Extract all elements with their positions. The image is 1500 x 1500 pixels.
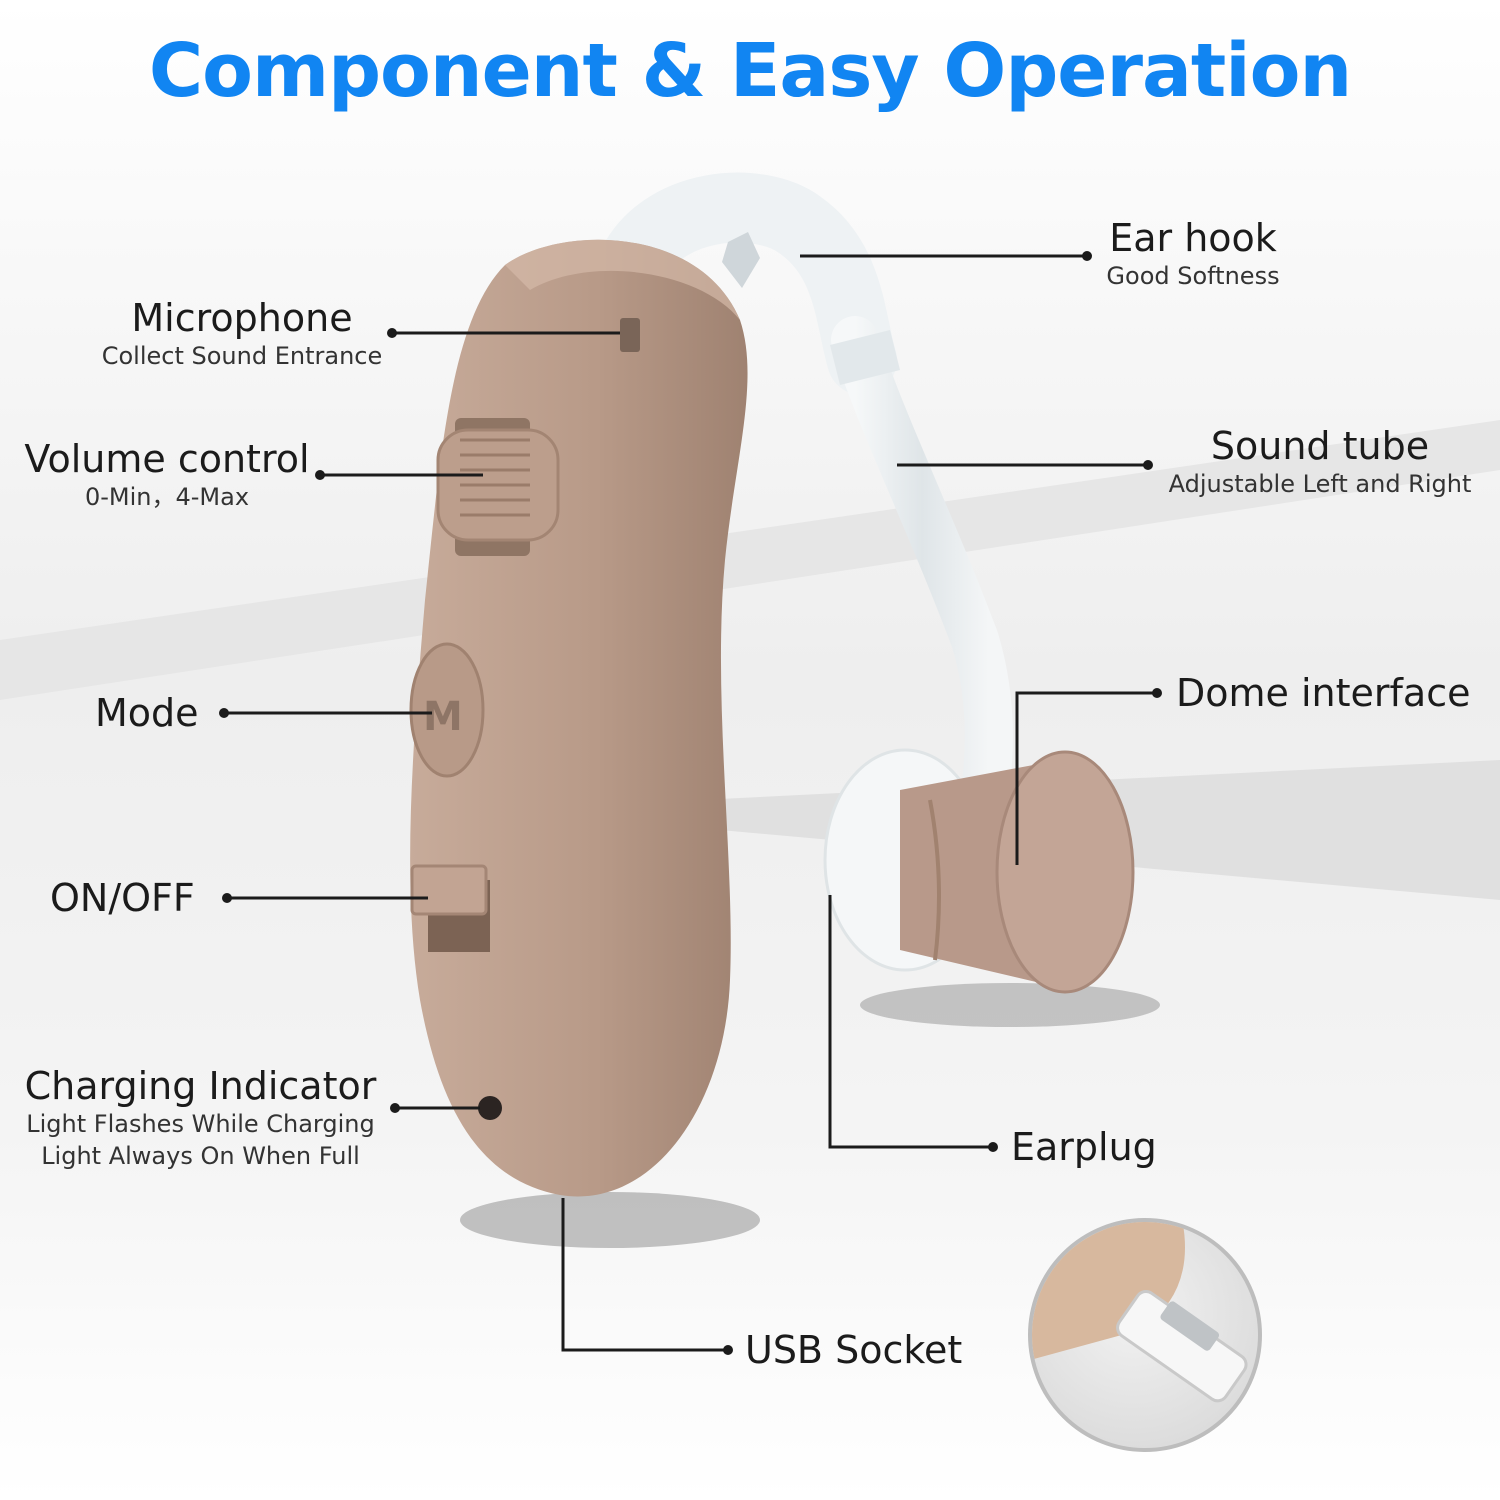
- earplug-cap: [995, 750, 1135, 994]
- label-usb-title: USB Socket: [745, 1328, 963, 1372]
- tube-connector: [830, 330, 900, 385]
- background-surface-edge: [0, 420, 1500, 700]
- volume-wheel: [436, 418, 560, 556]
- on-off-switch: [410, 864, 490, 952]
- earplug-dot: [988, 1142, 998, 1152]
- charging-dot: [390, 1103, 400, 1113]
- label-mode: Mode: [95, 691, 199, 735]
- mode-dot: [219, 708, 229, 718]
- label-volume-subtitle: 0-Min，4-Max: [84, 483, 250, 511]
- callout-dots: [219, 251, 1162, 1355]
- label-microphone-subtitle: Collect Sound Entrance: [101, 342, 383, 370]
- ear-hook-hole: [722, 232, 760, 288]
- label-usb: USB Socket: [745, 1328, 962, 1372]
- label-charging: Charging Indicator Light Flashes While C…: [18, 1064, 383, 1172]
- label-volume-title: Volume control: [24, 437, 310, 481]
- volume-dot: [315, 470, 325, 480]
- earhook-dot: [1082, 251, 1092, 261]
- dome-dot: [1152, 688, 1162, 698]
- label-charging-subtitle-1: Light Flashes While Charging: [26, 1110, 375, 1138]
- microphone-hole: [620, 318, 640, 352]
- label-dome-title: Dome interface: [1176, 671, 1471, 715]
- sound-tube-shape: [831, 316, 1013, 814]
- label-microphone-title: Microphone: [131, 296, 353, 340]
- label-microphone: Microphone Collect Sound Entrance: [92, 296, 392, 372]
- label-soundtube: Sound tube Adjustable Left and Right: [1162, 424, 1478, 500]
- label-charging-subtitle-2: Light Always On When Full: [41, 1142, 360, 1170]
- label-dome: Dome interface: [1176, 671, 1470, 715]
- label-earhook-subtitle: Good Softness: [1106, 262, 1280, 290]
- usb-dot: [723, 1345, 733, 1355]
- page-title: Component & Easy Operation: [148, 28, 1352, 114]
- device-highlight: [505, 239, 740, 320]
- label-earplug-title: Earplug: [1011, 1125, 1157, 1169]
- callout-lines: [224, 254, 1157, 1352]
- usb-inset: [1028, 1218, 1262, 1452]
- usb-line: [561, 1198, 728, 1352]
- label-volume: Volume control 0-Min，4-Max: [22, 437, 312, 513]
- label-onoff-title: ON/OFF: [50, 876, 195, 920]
- soundtube-dot: [1143, 460, 1153, 470]
- onoff-dot: [222, 893, 232, 903]
- mode-button-letter: M: [423, 694, 463, 740]
- label-mode-title: Mode: [95, 691, 199, 735]
- microphone-dot: [387, 328, 397, 338]
- label-earhook: Ear hook Good Softness: [1098, 216, 1288, 292]
- label-onoff: ON/OFF: [50, 876, 195, 920]
- label-earhook-title: Ear hook: [1109, 216, 1277, 260]
- ear-hook-shape: [595, 172, 897, 395]
- label-soundtube-title: Sound tube: [1210, 424, 1430, 468]
- label-charging-title: Charging Indicator: [24, 1064, 377, 1108]
- dome-line: [1015, 691, 1157, 865]
- charging-led: [478, 1096, 502, 1120]
- earplug-shadow: [860, 983, 1160, 1027]
- mode-button-shape: [409, 642, 485, 778]
- label-soundtube-subtitle: Adjustable Left and Right: [1168, 470, 1472, 498]
- device-shadow: [460, 1192, 760, 1248]
- earplug-line: [828, 895, 993, 1149]
- earplug-ridge: [928, 799, 941, 961]
- label-earplug: Earplug: [1011, 1125, 1157, 1169]
